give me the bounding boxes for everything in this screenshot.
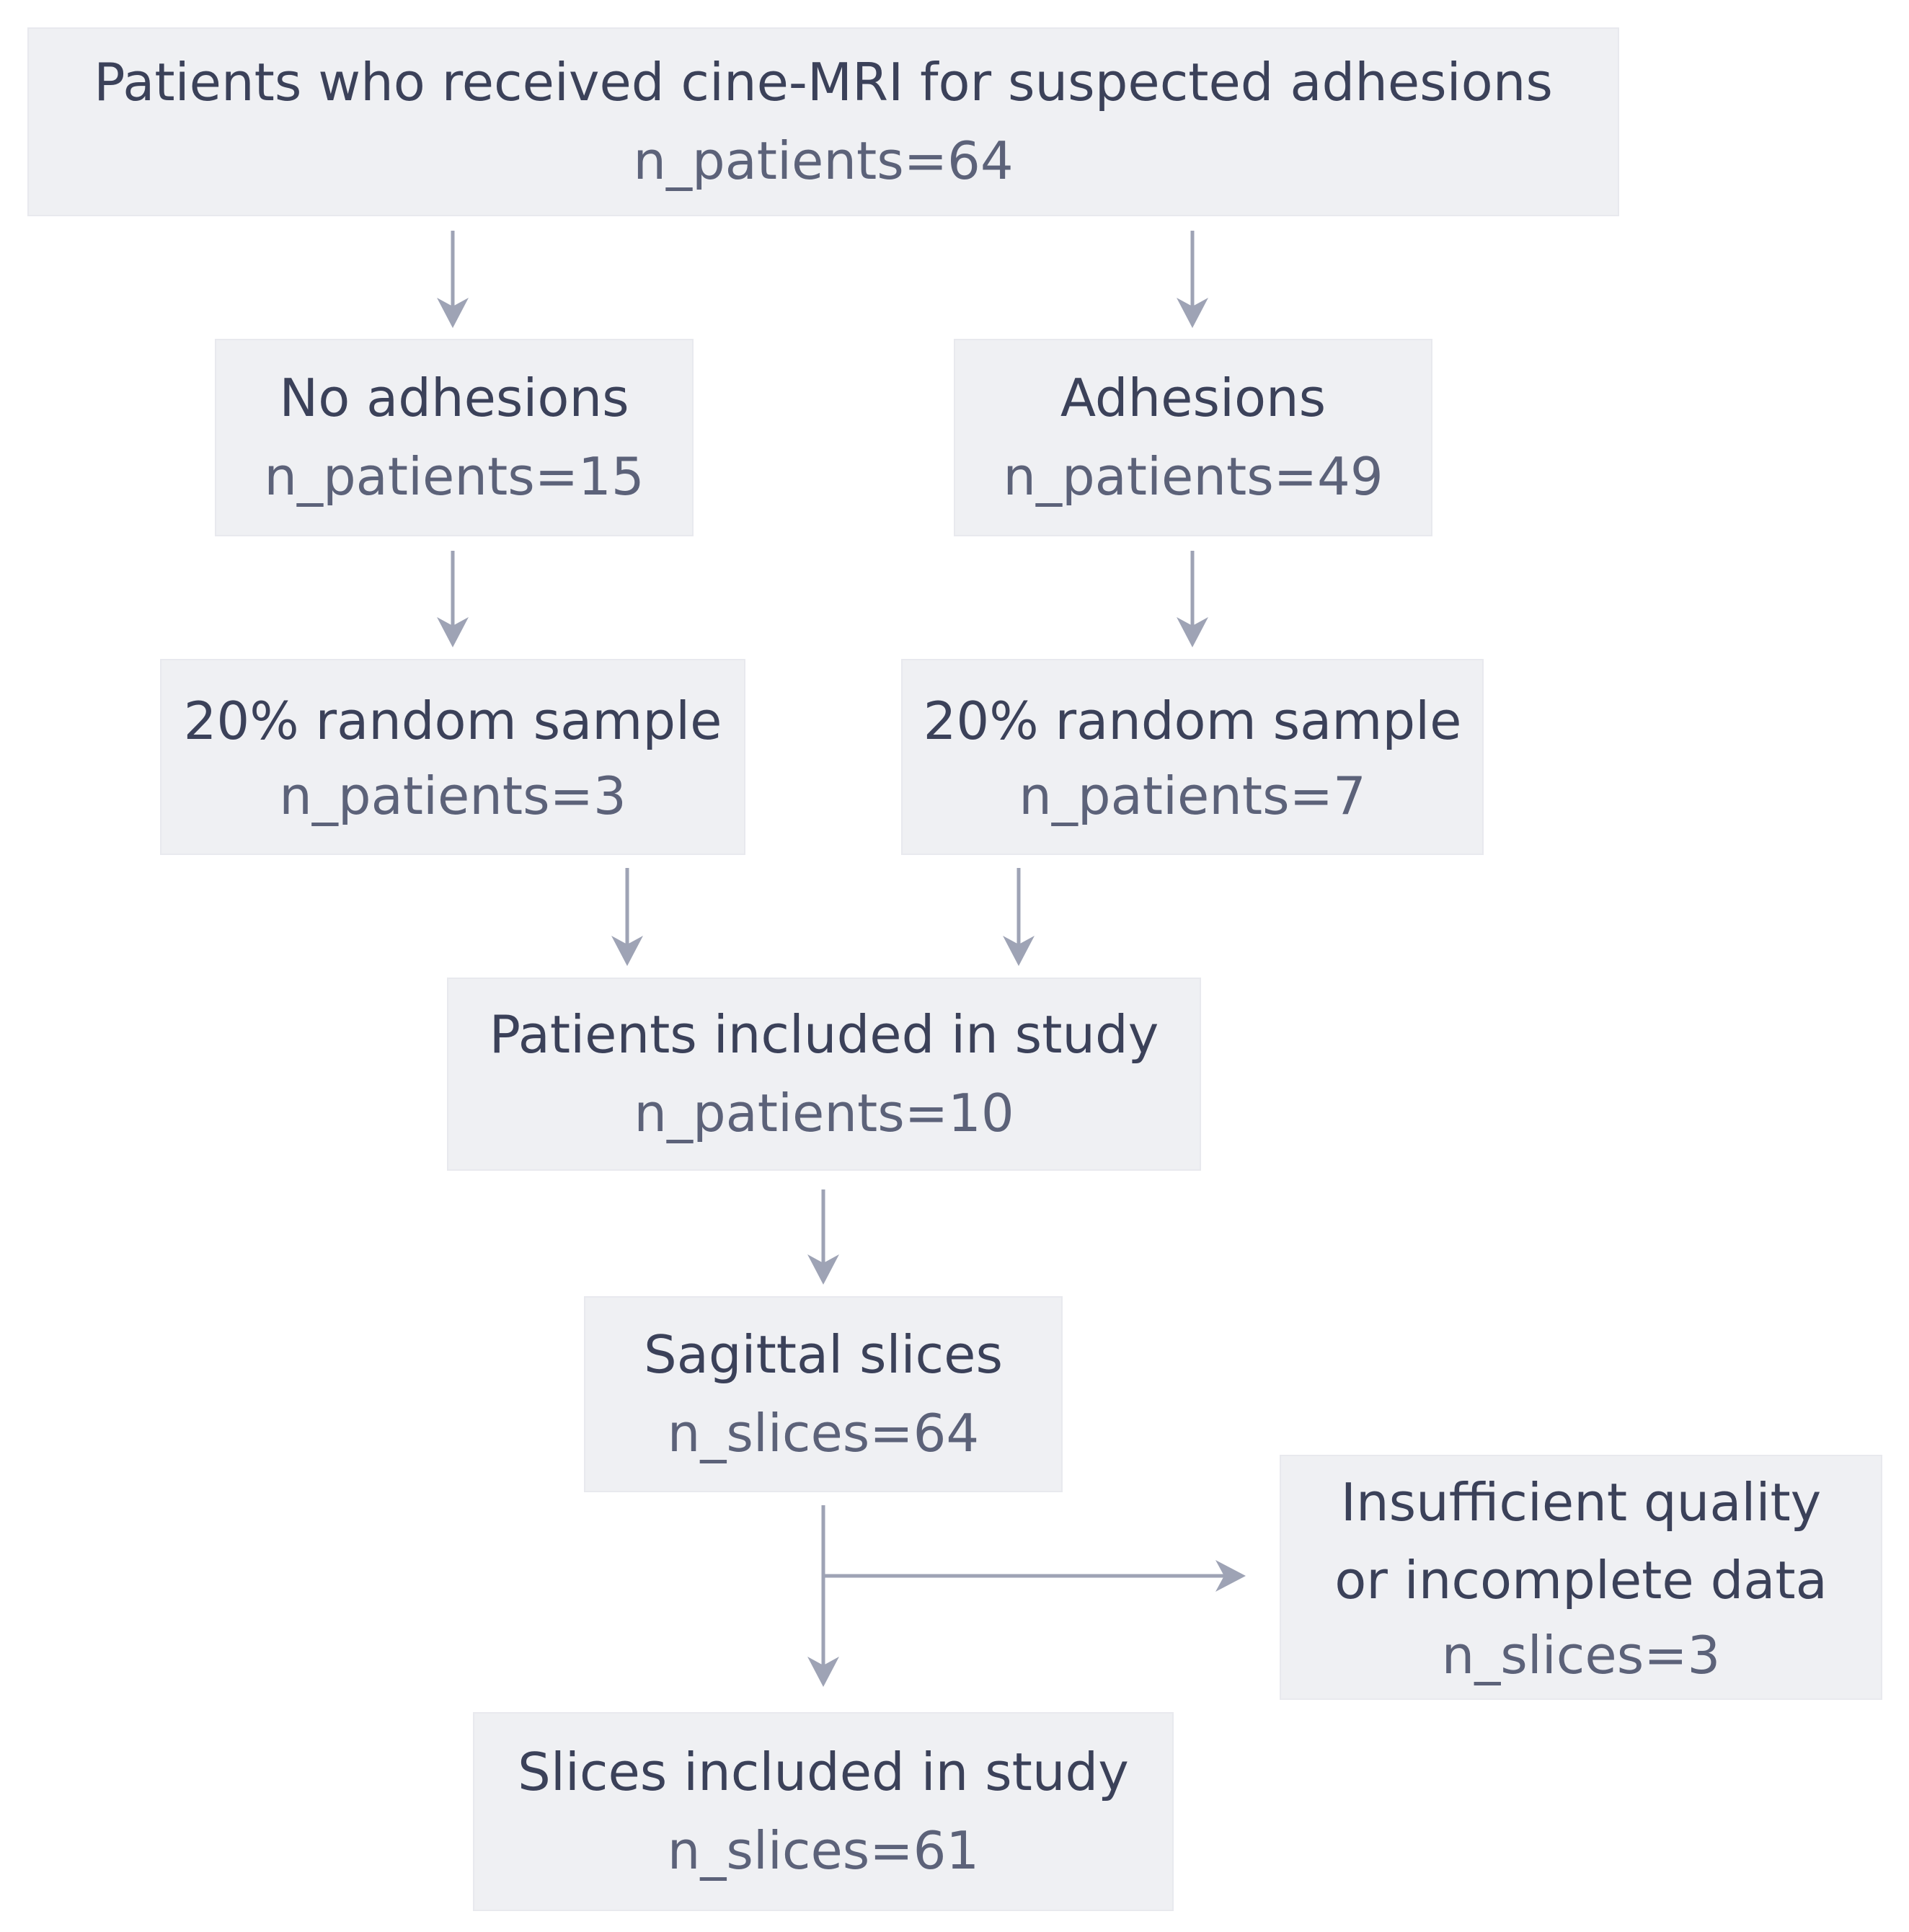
- connector-lines: [451, 231, 1226, 1672]
- arrow-sagittal-to-insufficient-arrowhead: [1215, 1560, 1246, 1592]
- node-random-sample-left: 20% random sample n_patients=3: [160, 659, 745, 855]
- node-insufficient-count: n_slices=3: [1441, 1625, 1721, 1685]
- node-patients-included-title: Patients included in study: [489, 1004, 1159, 1065]
- node-sagittal-slices-count: n_slices=64: [667, 1403, 980, 1463]
- node-patients-included-count: n_patients=10: [634, 1083, 1014, 1143]
- arrow-top-to-no-adhesions-arrowhead: [437, 298, 469, 328]
- connector-heads: [437, 298, 1246, 1687]
- arrow-adhesions-to-sample-arrowhead: [1177, 617, 1208, 647]
- node-adhesions-count: n_patients=49: [1003, 446, 1383, 507]
- node-sagittal-slices: Sagittal slices n_slices=64: [584, 1296, 1063, 1492]
- node-slices-included: Slices included in study n_slices=61: [473, 1712, 1174, 1911]
- node-all-patients-title: Patients who received cine-MRI for suspe…: [94, 52, 1553, 112]
- node-insufficient-quality: Insufficient quality or incomplete data …: [1280, 1455, 1882, 1700]
- node-slices-included-title: Slices included in study: [518, 1742, 1129, 1802]
- node-no-adhesions-count: n_patients=15: [264, 446, 645, 507]
- arrow-sample-right-to-included-arrowhead: [1003, 936, 1035, 966]
- node-no-adhesions-title: No adhesions: [279, 368, 629, 428]
- arrow-top-to-adhesions-arrowhead: [1177, 298, 1208, 328]
- arrow-sample-left-to-included-arrowhead: [611, 936, 643, 966]
- node-random-sample-left-count: n_patients=3: [279, 766, 626, 826]
- node-adhesions-title: Adhesions: [1060, 368, 1326, 428]
- node-random-sample-left-title: 20% random sample: [183, 691, 722, 751]
- node-adhesions: Adhesions n_patients=49: [954, 339, 1432, 536]
- arrow-no-adhesions-to-sample-arrowhead: [437, 617, 469, 647]
- node-no-adhesions: No adhesions n_patients=15: [215, 339, 694, 536]
- node-patients-included: Patients included in study n_patients=10: [447, 978, 1201, 1171]
- arrow-included-to-sagittal-arrowhead: [807, 1254, 839, 1285]
- node-insufficient-title-line1: Insufficient quality: [1340, 1472, 1822, 1533]
- arrow-sagittal-to-slices-included-arrowhead: [807, 1657, 839, 1687]
- node-all-patients: Patients who received cine-MRI for suspe…: [27, 27, 1619, 216]
- node-random-sample-right: 20% random sample n_patients=7: [901, 659, 1484, 855]
- node-all-patients-count: n_patients=64: [633, 130, 1014, 191]
- node-slices-included-count: n_slices=61: [667, 1820, 980, 1881]
- node-sagittal-slices-title: Sagittal slices: [644, 1324, 1003, 1385]
- node-random-sample-right-title: 20% random sample: [923, 691, 1462, 751]
- node-random-sample-right-count: n_patients=7: [1019, 766, 1366, 826]
- node-insufficient-title-line2: or incomplete data: [1334, 1550, 1828, 1610]
